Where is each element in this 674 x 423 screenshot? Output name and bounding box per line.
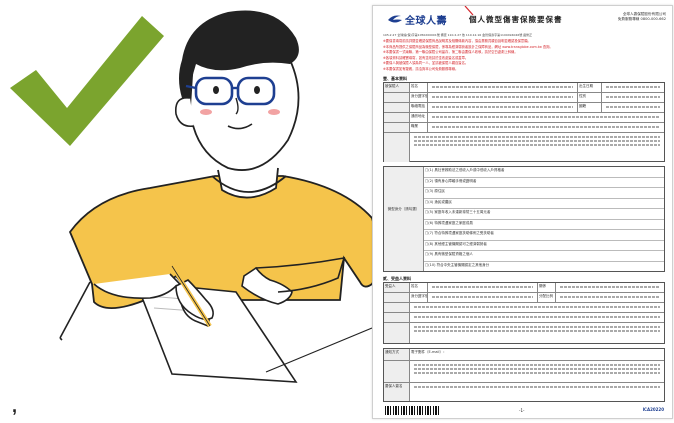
glasses-arm (185, 84, 197, 90)
barcode (385, 406, 439, 415)
name-label: 姓名 (410, 83, 428, 92)
ear (174, 97, 195, 128)
identity-option[interactable]: □(1) 具社會救助法之低收入戶或中低收入戶資格者 (424, 167, 664, 178)
nose (235, 97, 239, 115)
company-name: 全球人壽保險股份有限公司 (622, 12, 666, 16)
identity-option[interactable]: □(4) 漁民或農民 (424, 199, 664, 209)
note-line: ※本商品所提供之保險商品為微型保險，係專為經濟弱勢者設計之保障商品，網址 www… (383, 44, 553, 49)
right-eye (254, 86, 260, 94)
birth-input[interactable] (602, 83, 664, 92)
phone-input[interactable] (428, 103, 578, 112)
notify-email[interactable]: 電子郵件（E-mail）： (411, 350, 447, 354)
glasses-left-lens (194, 76, 234, 106)
right-hand (241, 266, 293, 305)
beneficiary-grid: 受益人 姓名 關係 身分證字號 分配比例 (383, 282, 665, 344)
beneficiary-label: 受益人 (384, 283, 410, 292)
nationality-label: 國籍 (578, 103, 602, 112)
globe-icon (388, 15, 402, 23)
address-input[interactable] (428, 113, 664, 122)
pointer-line (265, 327, 373, 373)
beneficiary-name-label: 姓名 (410, 283, 428, 292)
beneficiary-id-label: 身分證字號 (410, 293, 428, 302)
relation-input[interactable] (556, 283, 664, 292)
job-input[interactable] (428, 123, 664, 132)
insured-info-grid: 被保險人 姓名 出生日期 身分證字號 性別 聯絡電話 國籍 (383, 82, 665, 162)
glasses-right-lens (236, 76, 276, 106)
company-info: 全球人壽保險股份有限公司 免費服務專線 0800-000-662 (596, 12, 666, 22)
mouth (227, 123, 253, 130)
beneficiary-name-input[interactable] (428, 283, 538, 292)
table-edge-line-2 (59, 337, 63, 341)
name-input[interactable] (428, 83, 578, 92)
note-line: ※各項資料請確實填寫，如有塗改請於塗改處簽名或蓋章。 (383, 55, 469, 60)
job-label: 職業 (410, 123, 428, 132)
share-input[interactable] (556, 293, 664, 302)
pencil-outline (171, 265, 211, 327)
caption-comma: , (12, 396, 18, 416)
left-eye (213, 86, 219, 94)
gender-input[interactable] (602, 93, 664, 102)
paper-sheet (134, 281, 298, 383)
note-line: ※本要保書一式兩聯，第一聯由保險公司留存，第二聯由要保人收執，請於空白處劃上斜線… (383, 50, 518, 55)
share-label: 分配比例 (538, 293, 556, 302)
brand-logo: 全球人壽 (387, 12, 447, 27)
notify-label: 通知方式 (384, 349, 410, 360)
red-stroke-mark (464, 6, 474, 16)
identity-option[interactable]: □(8) 其他經主管機關認可之經濟弱勢者 (424, 241, 664, 251)
signature-field[interactable] (410, 383, 664, 401)
right-arm (255, 256, 346, 293)
identity-label: 微型身分（請勾選） (384, 167, 424, 271)
gender-label: 性別 (578, 93, 602, 102)
form-meta: 105.2.27 全球總(保)字第1050200001號 備查 110.2.27… (383, 33, 533, 37)
insurance-application-form: 全球人壽 個人微型傷害保險要保書 全球人壽保險股份有限公司 免費服務專線 080… (372, 5, 673, 419)
identity-option[interactable]: □(5) 家庭年收入未達新臺幣三十五萬元者 (424, 209, 664, 220)
insured-label: 被保險人 (384, 83, 410, 92)
identity-option[interactable]: □(7) 符合特殊境遇家庭扶助條例之受扶助者 (424, 230, 664, 241)
brand-name: 全球人壽 (405, 15, 447, 27)
form-code: ICA20220 (642, 407, 664, 412)
note-line: ※本要保書如有疑義，請洽詢本公司免費服務專線。 (383, 66, 459, 71)
nationality-input[interactable] (602, 103, 664, 112)
signature-grid: 通知方式 電子郵件（E-mail）： 要保人簽名 (383, 348, 665, 402)
identity-option[interactable]: □(3) 原住民 (424, 188, 664, 199)
address-label: 通訊地址 (410, 113, 428, 122)
form-title: 個人微型傷害保險要保書 (469, 15, 563, 24)
phone-label: 聯絡電話 (410, 103, 428, 112)
collar (211, 175, 287, 193)
beneficiary-id-input[interactable] (428, 293, 538, 302)
birth-label: 出生日期 (578, 83, 602, 92)
note-line: ※要保人與被保險人須為同一人，並請被保險人親自簽名。 (383, 61, 469, 66)
identity-checklist: 微型身分（請勾選） □(1) 具社會救助法之低收入戶或中低收入戶資格者 □(2)… (383, 166, 665, 272)
section-beneficiary: 貳、受益人資料 (383, 276, 411, 281)
identity-option[interactable]: □(9) 具有微型保險資格之個人 (424, 251, 664, 262)
company-hotline: 免費服務專線 0800-000-662 (617, 17, 666, 21)
form-header: 全球人壽 個人微型傷害保險要保書 全球人壽保險股份有限公司 免費服務專線 080… (373, 6, 672, 32)
page-number: -1- (519, 408, 525, 413)
identity-option[interactable]: □(6) 特殊境遇家庭之家庭成員 (424, 220, 664, 230)
red-notes: ※要保書填寫前請詳閱並確認保險商品說明書及相關條款內容，須由業務員親自說明並確認… (383, 39, 667, 73)
left-cheek (200, 109, 212, 115)
id-input[interactable] (428, 93, 578, 102)
relation-label: 關係 (538, 283, 556, 292)
section-basic-info: 壹、基本資料 (383, 76, 407, 81)
identity-option[interactable]: □(2) 領有身心障礙手冊或證明者 (424, 178, 664, 188)
right-cheek (268, 109, 280, 115)
table-edge-line (59, 281, 91, 339)
id-label: 身分證字號 (410, 93, 428, 102)
note-line: ※要保書填寫前請詳閱並確認保險商品說明書及相關條款內容，須由業務員親自說明並確認… (383, 39, 531, 43)
check-mark-icon (10, 16, 164, 146)
sign-label: 要保人簽名 (384, 383, 410, 401)
identity-option[interactable]: □(10) 符合中央主管機關認定之其他身分 (425, 262, 490, 267)
hair (179, 10, 299, 101)
